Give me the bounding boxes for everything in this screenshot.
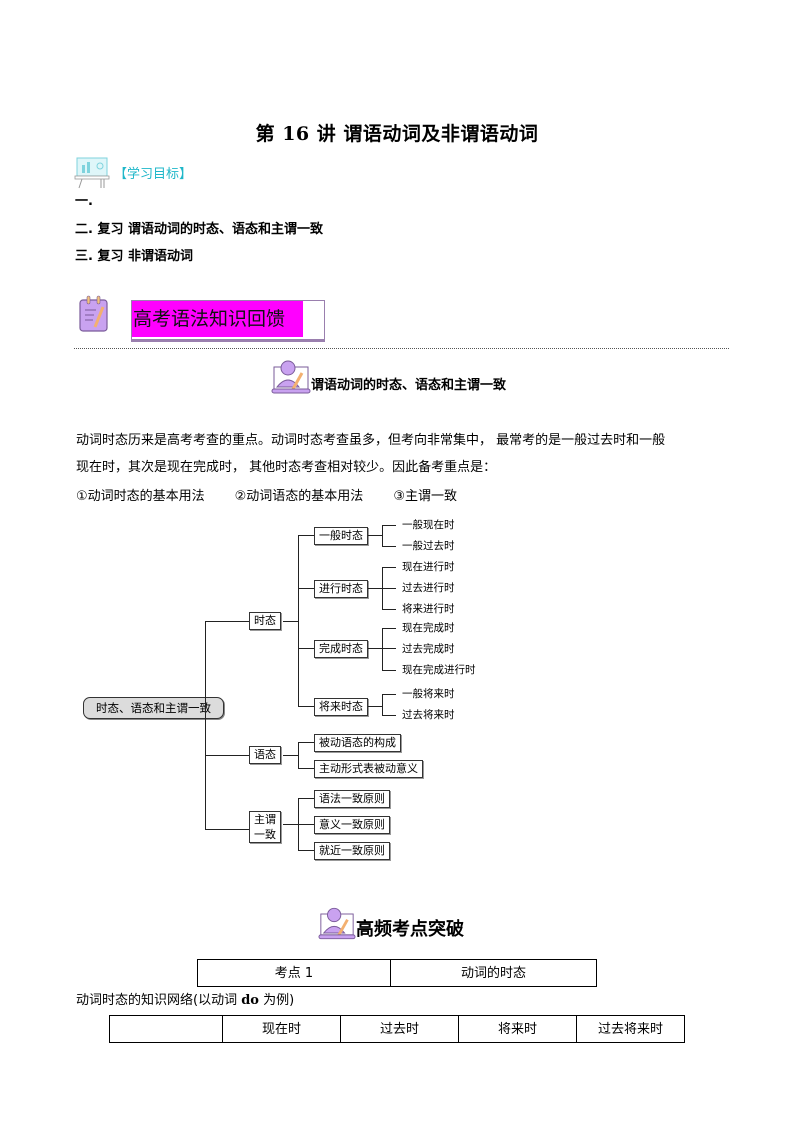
tense-network-table: 现在时 过去时 将来时 过去将来时 [109,1015,685,1043]
tree-node-active-passive-meaning: 主动形式表被动意义 [314,760,423,778]
paragraph-line-2: 现在时，其次是现在完成时， 其他时态考查相对较少。因此备考重点是： [76,460,497,475]
subheading-row: 谓语动词的时态、语态和主谓一致 [271,359,506,395]
learning-goals-label: 【学习目标】 [114,166,193,182]
goal-item-3: 三. 复习 非谓语动词 [75,249,193,264]
key-point-2: ②动词语态的基本用法 [234,489,364,504]
dotted-divider [74,348,729,349]
tree-leaf: 一般现在时 [402,519,455,531]
tree-node-agreement: 主谓 一致 [249,811,281,843]
tree-node-voice: 语态 [249,746,281,764]
network-caption: 动词时态的知识网络(以动词 do 为例) [76,993,295,1008]
presentation-board-icon [74,157,110,189]
tree-leaf: 现在进行时 [402,561,455,573]
tree-leaf: 过去完成时 [402,643,455,655]
key-point-1: ①动词时态的基本用法 [76,489,205,504]
tree-node-tense: 时态 [249,612,281,630]
tree-root: 时态、语态和主谓一致 [83,697,224,719]
lesson-title: 第 16 讲 谓语动词及非谓语动词 [255,123,539,145]
tree-leaf: 过去进行时 [402,582,455,594]
tree-leaf: 一般将来时 [402,688,455,700]
tree-node-notional-agreement: 意义一致原则 [314,816,390,834]
paragraph-line-1: 动词时态历来是高考考查的重点。动词时态考查虽多，但考向非常集中， 最常考的是一般… [76,433,666,448]
section-banner: 高考语法知识回馈 [131,300,325,342]
table-header-cell: 现在时 [222,1015,341,1043]
tree-node-passive-form: 被动语态的构成 [314,734,401,752]
goal-item-1: 一. [75,194,93,209]
tree-node-proximity-agreement: 就近一致原则 [314,842,390,860]
tree-node-simple: 一般时态 [314,527,368,545]
goal-item-2: 二. 复习 谓语动词的时态、语态和主谓一致 [75,222,323,237]
tree-leaf: 过去将来时 [402,709,455,721]
teacher-icon [318,907,356,940]
section-banner-title: 高考语法知识回馈 [132,301,303,337]
table-header-cell [109,1015,223,1043]
tree-leaf: 一般过去时 [402,540,455,552]
learning-goals-header: 【学习目标】 [74,154,192,190]
tree-leaf: 将来进行时 [402,603,455,615]
key-point-3: ③主谓一致 [393,489,457,504]
kaodian-number: 考点 1 [197,959,391,987]
tree-node-grammatical-agreement: 语法一致原则 [314,790,390,808]
kaodian-topic: 动词的时态 [390,959,597,987]
kaodian-table: 考点 1 动词的时态 [197,959,597,987]
table-header-cell: 将来时 [458,1015,577,1043]
tree-leaf: 现在完成进行时 [402,664,476,676]
tree-node-perfect: 完成时态 [314,640,368,658]
tree-leaf: 现在完成时 [402,622,455,634]
table-header-cell: 过去时 [340,1015,459,1043]
table-header-cell: 过去将来时 [576,1015,685,1043]
section2-heading: 高频考点突破 [356,919,464,940]
key-points: ①动词时态的基本用法 ②动词语态的基本用法 ③主谓一致 [76,485,457,504]
teacher-icon [271,360,311,394]
subheading: 谓语动词的时态、语态和主谓一致 [311,378,507,393]
tree-node-future: 将来时态 [314,698,368,716]
notepad-icon [79,295,108,332]
tree-node-progressive: 进行时态 [314,580,368,598]
section2-heading-row: 高频考点突破 [318,906,464,941]
